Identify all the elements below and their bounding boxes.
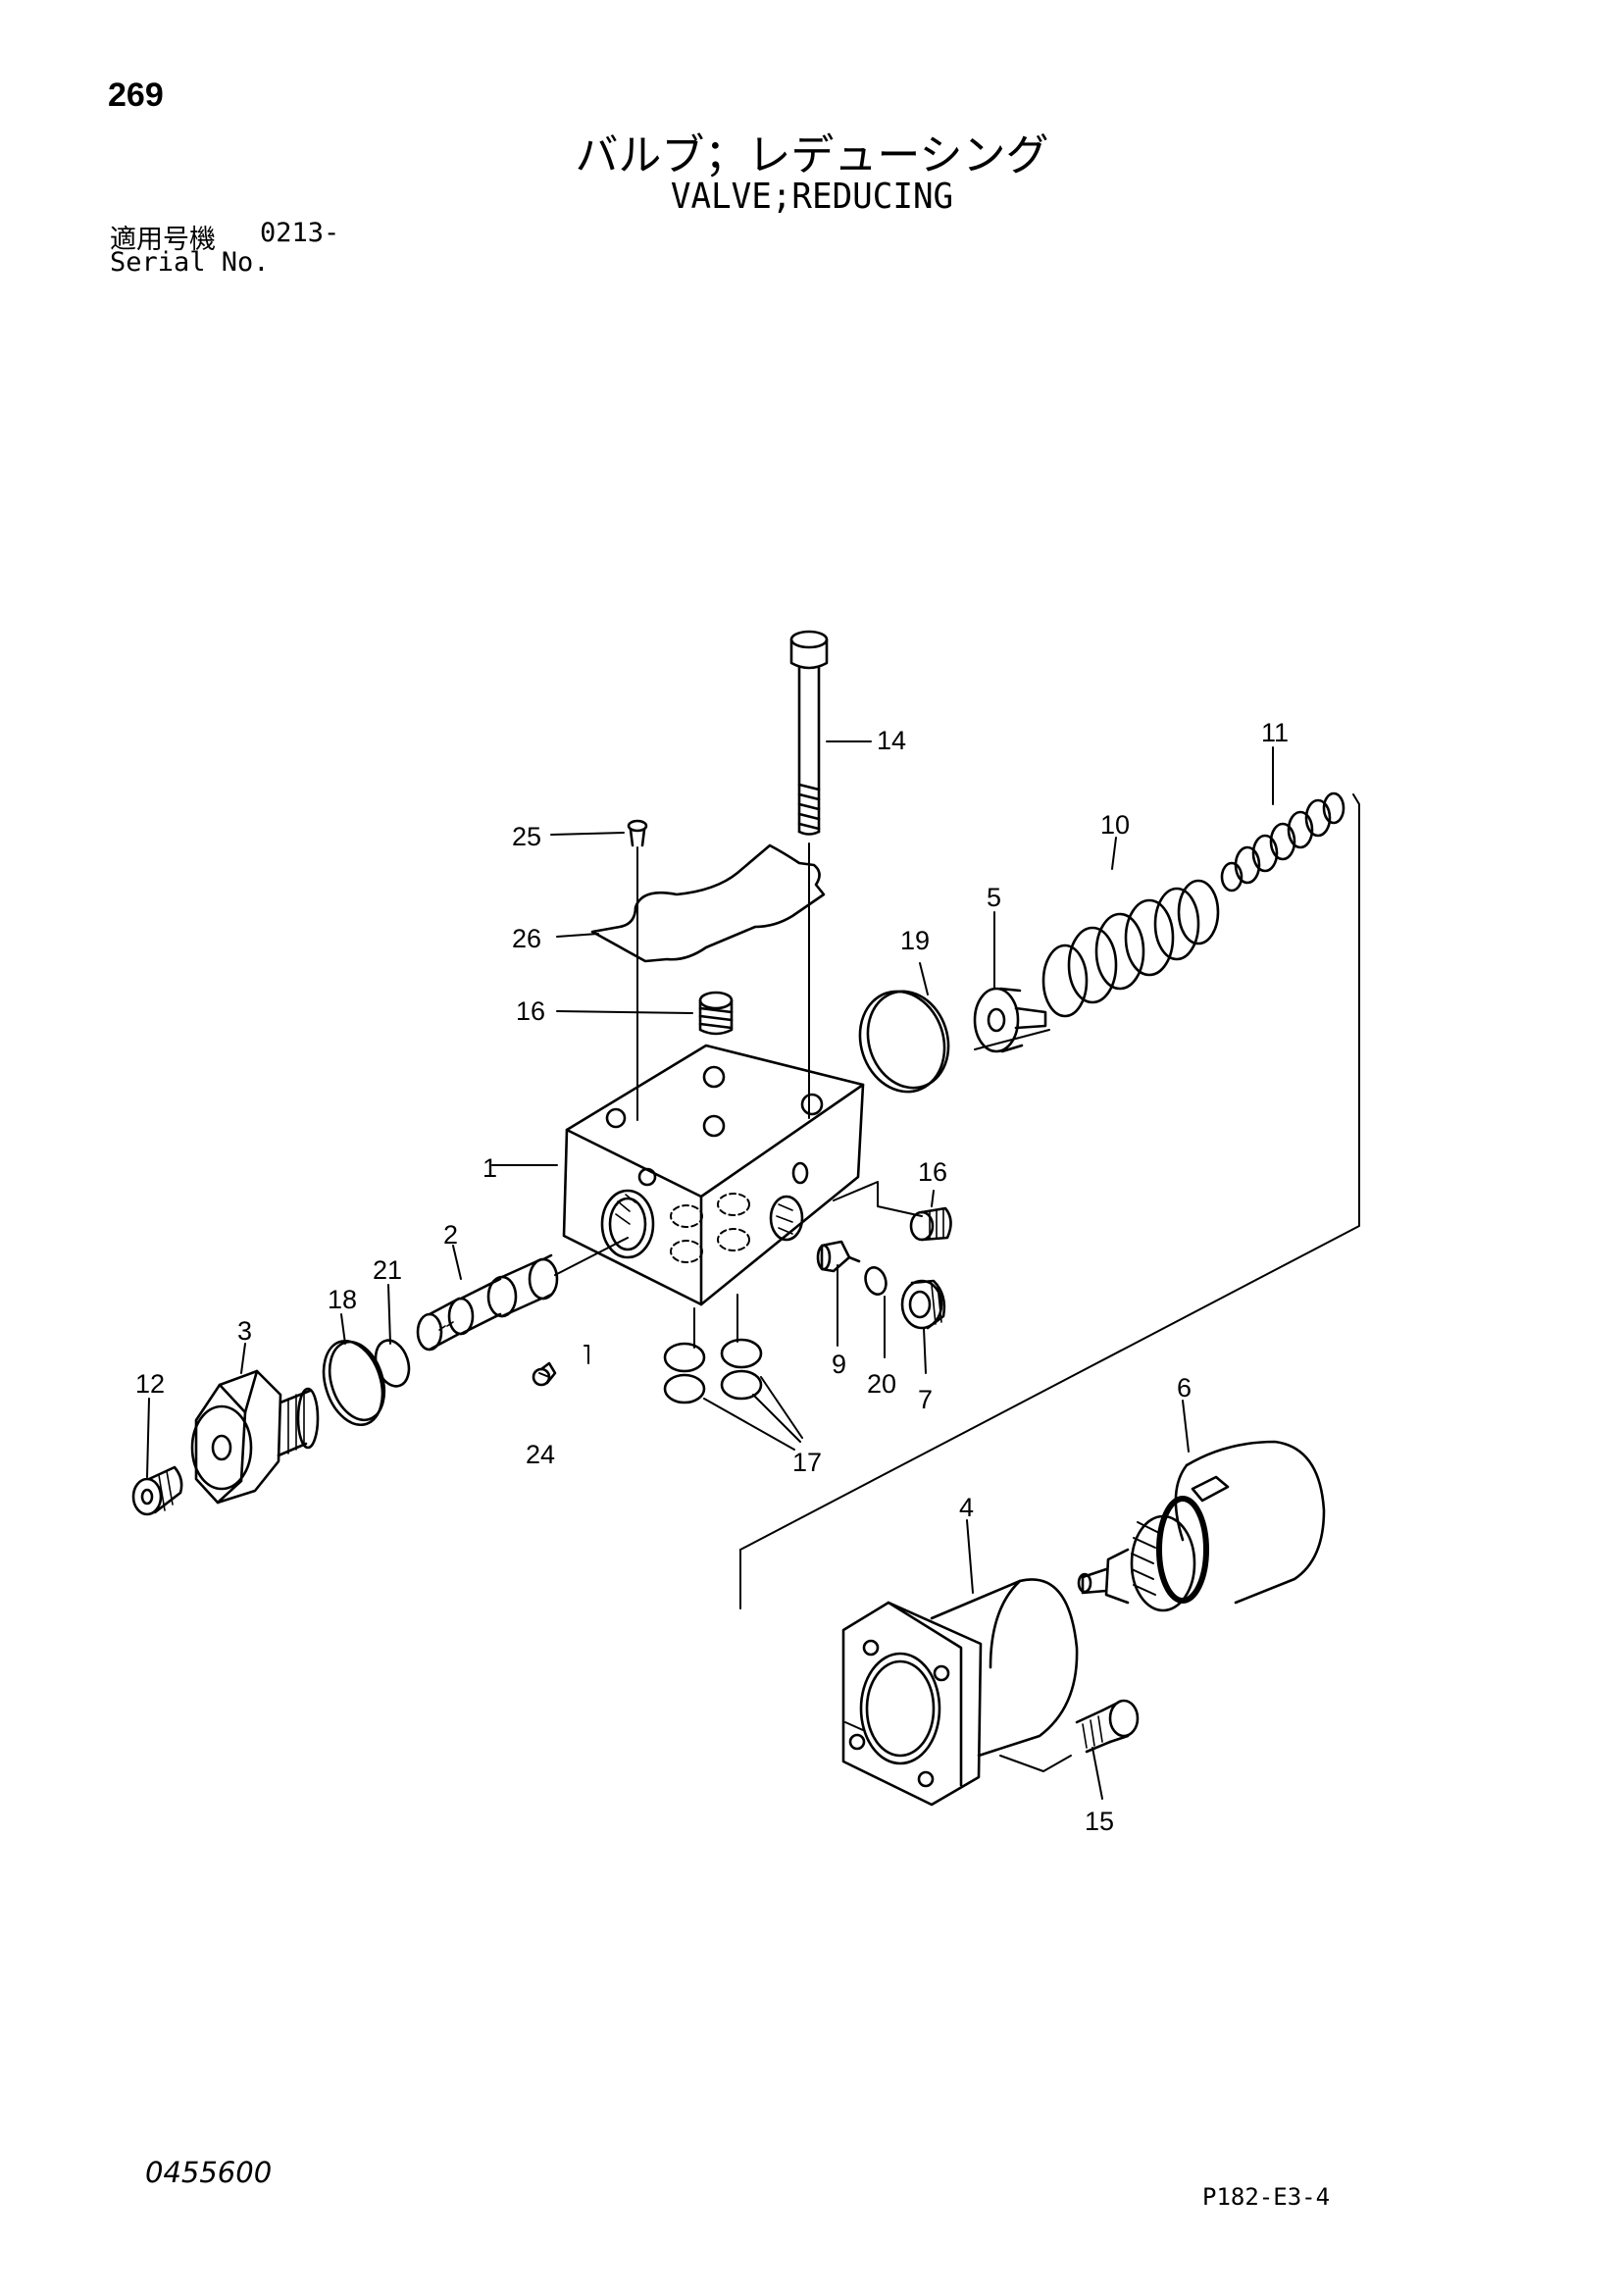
part-4-solenoid-housing — [841, 1578, 1079, 1807]
callout-3: 3 — [237, 1316, 252, 1346]
callout-15: 15 — [1085, 1807, 1114, 1836]
callout-20: 20 — [867, 1369, 896, 1399]
serial-label-japanese: 適用号機 — [110, 225, 216, 255]
part-18-oring — [322, 1339, 384, 1427]
callout-14: 14 — [877, 726, 906, 755]
document-number: 0455600 — [145, 2156, 273, 2189]
page-reference: P182-E3-4 — [1202, 2183, 1331, 2211]
callout-16-top: 16 — [516, 996, 545, 1026]
part-25-screw — [627, 819, 648, 1121]
callout-16-right: 16 — [918, 1157, 947, 1187]
part-12-plug-small — [131, 1465, 183, 1516]
callout-19: 19 — [900, 926, 930, 955]
part-6-solenoid — [1077, 1440, 1326, 1612]
part-16-plug-right — [909, 1206, 952, 1242]
title-english: VALVE;REDUCING — [670, 177, 954, 217]
part-15-bolt — [999, 1699, 1140, 1772]
callout-24: 24 — [526, 1440, 555, 1469]
part-17-orings — [663, 1294, 803, 1451]
title-japanese: バルブ；レデューシング — [575, 130, 1049, 180]
callout-6: 6 — [1177, 1373, 1192, 1403]
callout-4: 4 — [959, 1493, 974, 1522]
callout-26: 26 — [512, 924, 541, 953]
callout-25: 25 — [512, 822, 541, 851]
part-16-plug-top — [698, 991, 734, 1036]
callout-12: 12 — [135, 1369, 165, 1399]
part-19-oring-large — [858, 990, 950, 1094]
part-1-valve-body — [562, 1044, 865, 1306]
part-20-oring — [864, 1266, 888, 1296]
callout-21: 21 — [373, 1255, 402, 1285]
serial-label-english: Serial No. — [110, 247, 270, 278]
part-14-bolt — [789, 630, 829, 1119]
callout-18: 18 — [328, 1285, 357, 1314]
page-number: 269 — [108, 77, 164, 114]
part-26-gasket — [590, 843, 826, 963]
part-2-spool — [416, 1237, 629, 1352]
callout-11: 11 — [1261, 718, 1289, 747]
serial-value: 0213- — [260, 218, 340, 248]
part-10-spring-large — [1041, 879, 1220, 1018]
callout-2: 2 — [443, 1220, 458, 1250]
callout-5: 5 — [987, 883, 1001, 912]
part-5-spring-seat — [973, 987, 1047, 1053]
callout-10: 10 — [1100, 810, 1130, 840]
callout-17: 17 — [792, 1448, 822, 1477]
callout-9: 9 — [832, 1350, 846, 1379]
part-11-spring-small — [1220, 791, 1345, 893]
part-7-plug — [900, 1279, 946, 1330]
callout-7: 7 — [918, 1385, 933, 1414]
part-9-orifice — [816, 1240, 861, 1273]
part-24-plug-tiny — [532, 1345, 589, 1387]
part-3-plug-nut — [190, 1369, 320, 1505]
callout-1: 1 — [482, 1153, 497, 1183]
